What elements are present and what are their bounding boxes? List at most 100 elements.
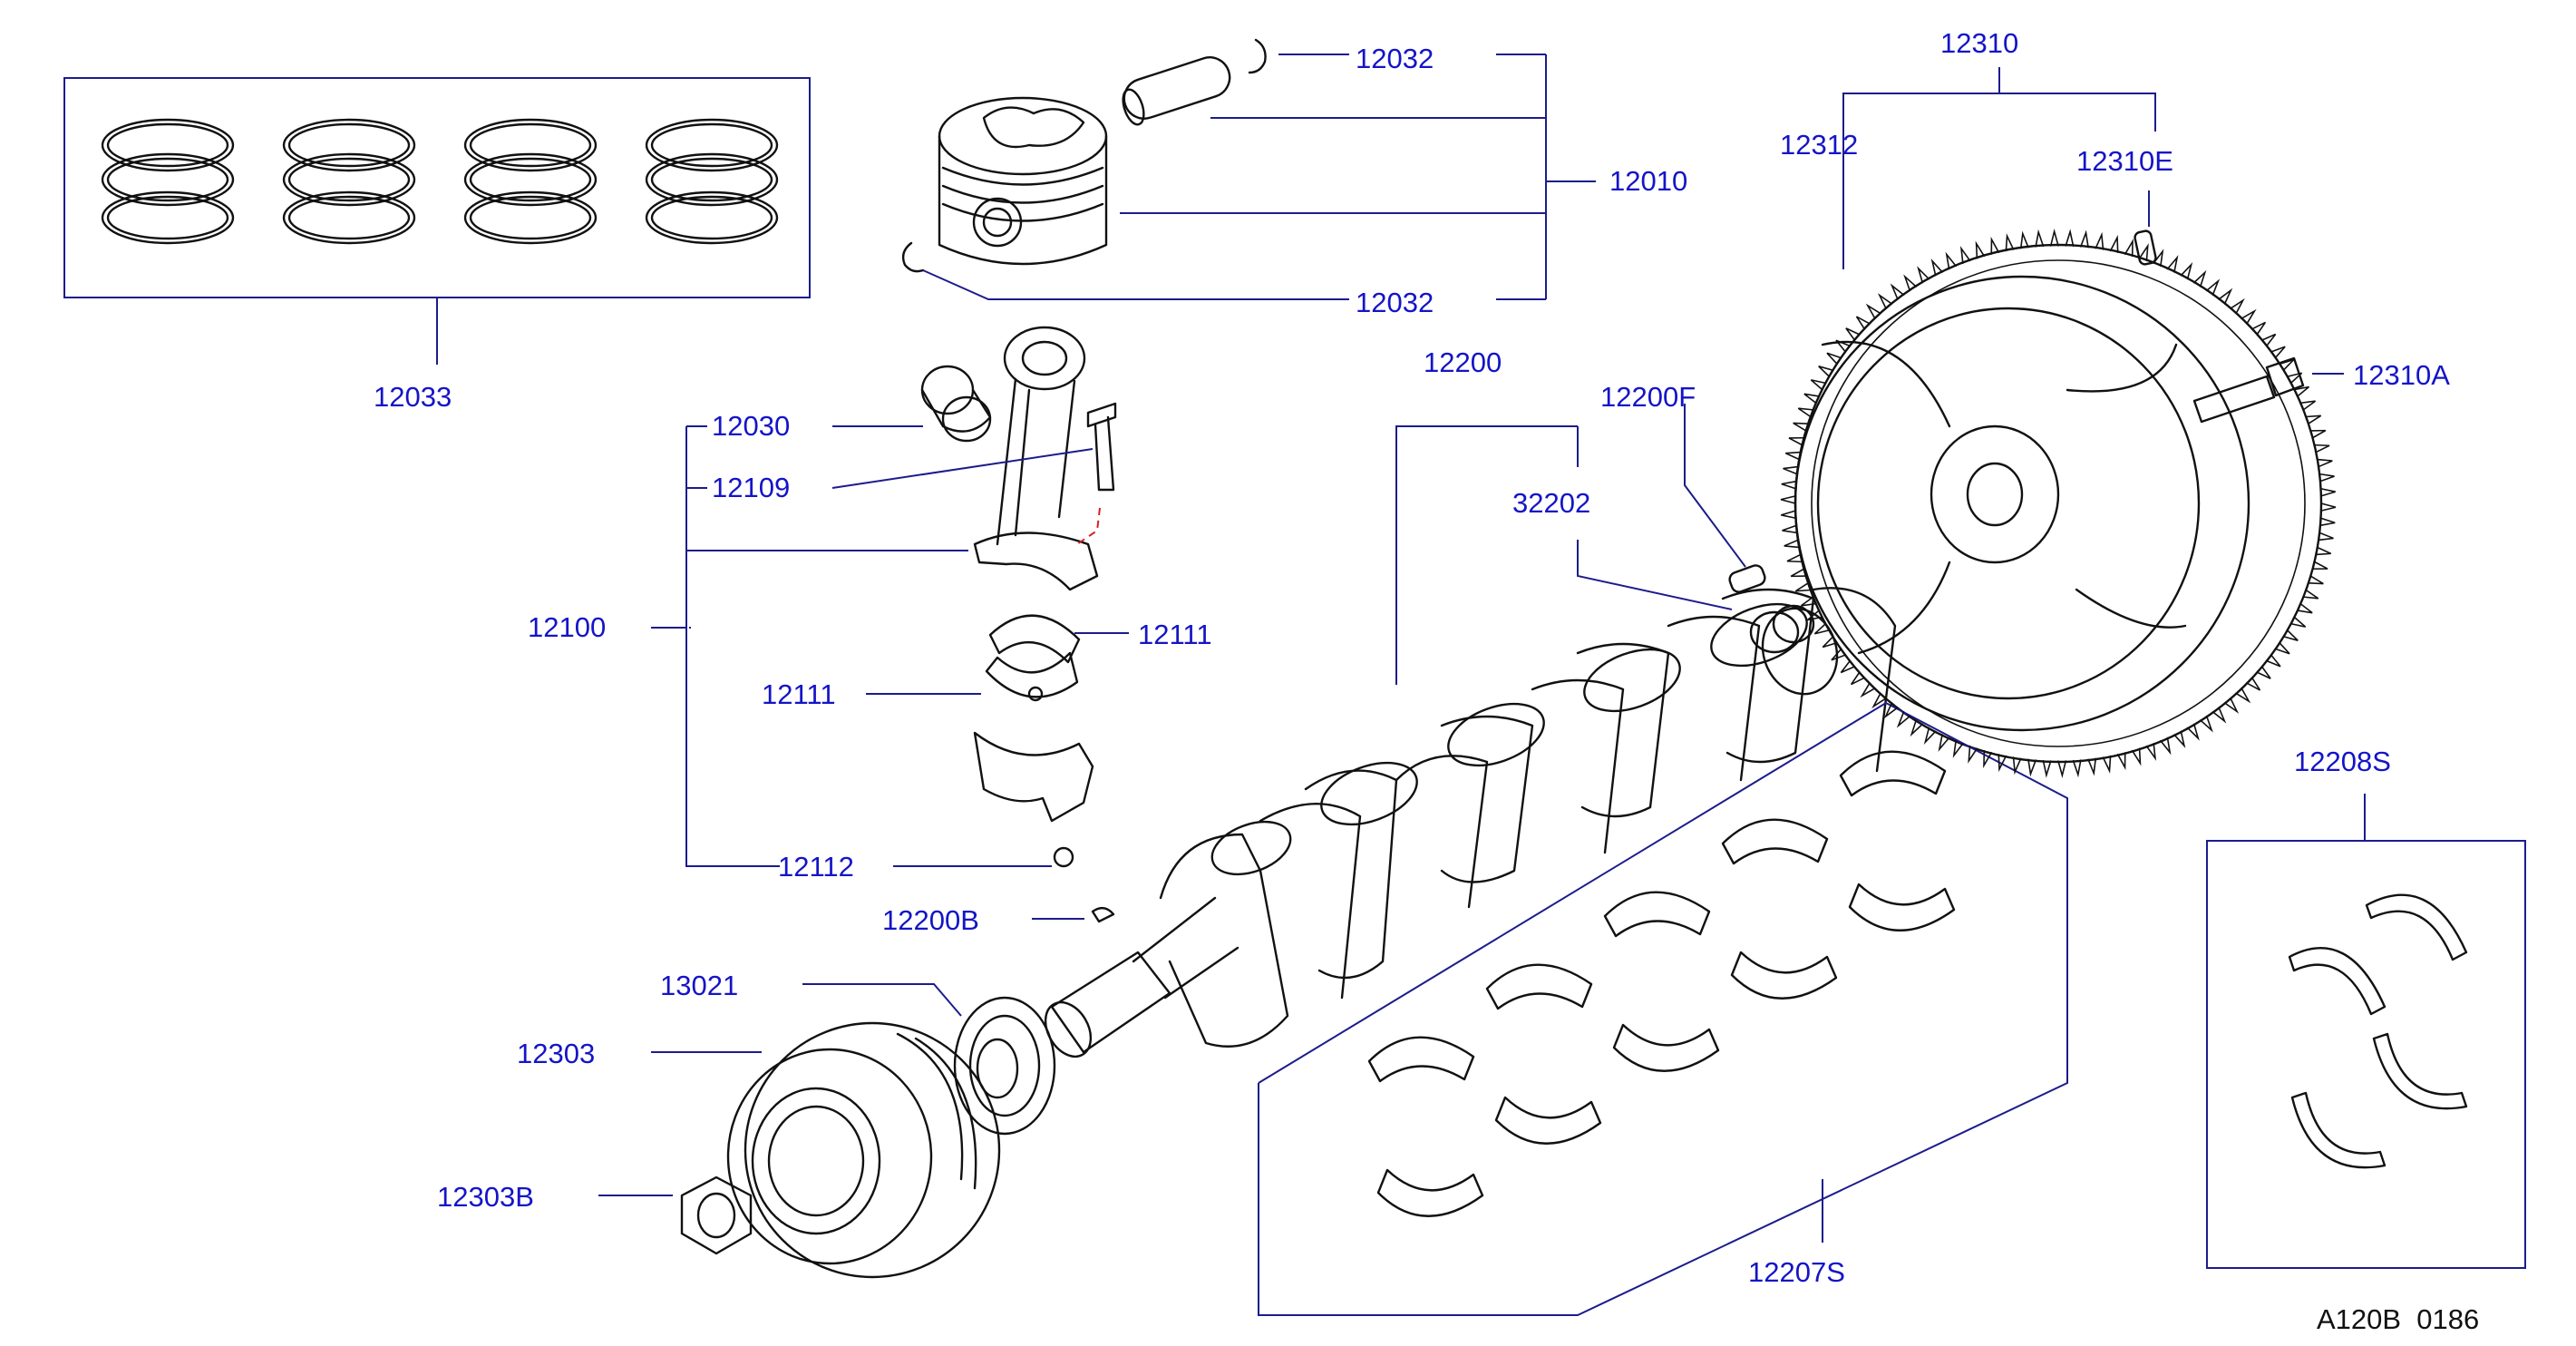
gear-tooth [2230,297,2245,315]
gear-tooth [1938,734,1950,752]
label-13021[interactable]: 13021 [660,970,738,1001]
gear-tooth [2199,715,2213,733]
gear-tooth [1877,293,1893,310]
label-12112[interactable]: 12112 [778,851,854,883]
gear-tooth [2102,755,2112,774]
gear-tooth [2265,654,2281,668]
piston-icon[interactable] [938,96,1108,266]
sprocket-icon[interactable] [953,996,1056,1136]
label-12109[interactable]: 12109 [712,472,790,503]
gear-tooth [2124,239,2134,258]
gear-tooth [1794,582,1812,592]
gear-tooth [1784,539,1801,549]
gear-tooth [2065,229,2075,248]
label-12207S[interactable]: 12207S [1748,1256,1845,1288]
gear-tooth [2274,641,2290,655]
gear-tooth [1983,749,1993,768]
crankshaft-icon[interactable] [1036,587,1897,1064]
snap-ring-icon[interactable] [901,38,1267,273]
label-12200[interactable]: 12200 [1424,346,1502,378]
piston-pin-icon[interactable] [1119,53,1235,128]
label-12312[interactable]: 12312 [1780,129,1858,161]
rod-bearing-icon[interactable] [985,614,1081,702]
piston-ring-set-icon[interactable] [63,77,811,298]
label-12111-right[interactable]: 12111 [1138,619,1212,650]
label-12030[interactable]: 12030 [712,410,790,442]
label-12208S[interactable]: 12208S [2294,746,2391,777]
label-12032-bottom[interactable]: 12032 [1356,287,1434,318]
label-12033[interactable]: 12033 [374,381,452,413]
thrust-washer-set-icon[interactable] [2206,840,2526,1269]
gear-tooth [1788,436,1805,446]
gear-tooth [2241,308,2257,325]
label-12100[interactable]: 12100 [528,611,606,643]
label-12310[interactable]: 12310 [1940,27,2018,59]
gear-tooth [1790,568,1807,578]
gear-tooth [1896,711,1911,728]
gear-tooth [1840,659,1856,674]
gear-tooth [2042,759,2052,778]
rod-cap-icon[interactable] [973,731,1094,868]
diagram-code: A120B 0186 [2317,1303,2479,1335]
gear-tooth [1786,553,1803,563]
gear-tooth [2282,629,2299,641]
gear-tooth [2012,756,2022,775]
label-12032-top[interactable]: 12032 [1356,43,1434,74]
gear-tooth [1923,727,1937,745]
gear-tooth [1822,635,1838,649]
label-12111-left[interactable]: 12111 [762,678,836,710]
gear-tooth [2153,249,2164,268]
gear-tooth [2035,229,2045,248]
label-12010[interactable]: 12010 [1609,165,1687,197]
label-32202[interactable]: 32202 [1512,487,1590,519]
ring-gear-teeth [1780,229,2337,778]
gear-tooth [1952,739,1964,758]
label-12310E[interactable]: 12310E [2076,145,2173,177]
gear-tooth [1930,258,1943,277]
gear-tooth [2218,288,2233,305]
gear-tooth [2131,747,2142,766]
gear-tooth [1806,610,1823,621]
pilot-bushing-icon[interactable] [1727,563,1815,654]
gear-tooth [2186,723,2200,741]
gear-tooth [2192,269,2207,288]
label-12303[interactable]: 12303 [517,1038,595,1069]
connecting-rod-icon[interactable] [973,326,1099,591]
gear-tooth [1781,510,1797,520]
gear-tooth [1835,339,1852,353]
label-12310A[interactable]: 12310A [2353,359,2450,391]
gear-tooth [1959,246,1971,264]
label-12200B[interactable]: 12200B [882,904,979,936]
gear-tooth [1845,327,1861,341]
gear-tooth [2072,759,2082,778]
gear-tooth [2279,358,2295,372]
rod-bushing-icon[interactable] [920,365,992,443]
gear-tooth [2027,758,2036,777]
gear-tooth [1797,407,1814,418]
gear-tooth [1793,422,1809,432]
flywheel-icon[interactable] [1793,243,2323,764]
gear-tooth [2289,616,2307,628]
gear-tooth [2296,602,2313,614]
woodruff-key-icon[interactable] [1091,907,1115,923]
gear-tooth [1990,236,2000,255]
gear-tooth [1855,316,1871,330]
pulley-nut-icon[interactable] [680,1175,753,1255]
gear-tooth [1781,480,1797,490]
main-bearing-set-icon[interactable] [1258,701,2068,1316]
rod-bolt-icon[interactable] [1086,402,1117,492]
gear-tooth [1826,352,1842,366]
gear-tooth [1865,303,1881,319]
gear-tooth [2116,752,2126,771]
gear-tooth [2095,231,2105,250]
gear-tooth [1782,524,1798,534]
gear-tooth [2308,575,2324,585]
gear-tooth [2313,444,2330,454]
crank-pulley-icon[interactable] [726,1021,1001,1279]
flywheel-bolt-icon[interactable] [2192,356,2305,424]
gear-tooth [1968,745,1978,764]
label-12200F[interactable]: 12200F [1600,381,1696,413]
label-12303B[interactable]: 12303B [437,1181,534,1213]
dowel-pin-icon[interactable] [2134,229,2157,266]
